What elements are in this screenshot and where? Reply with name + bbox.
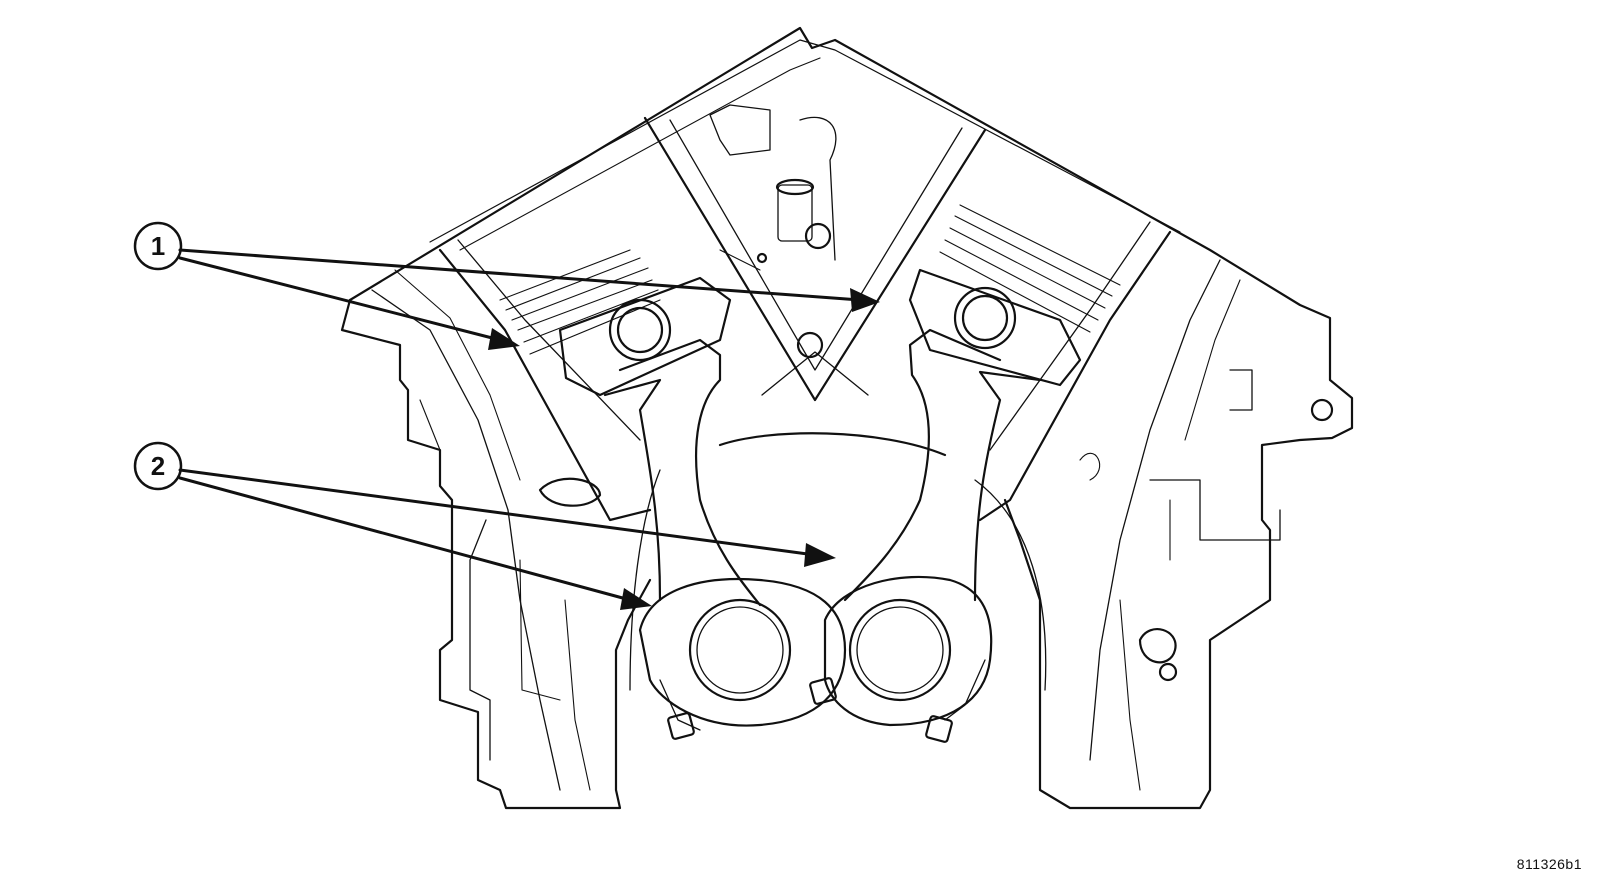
callout-2-arrowhead-a: [804, 543, 836, 567]
callout-1-leader-b: [178, 256, 502, 342]
engine-block-outline: [340, 26, 1354, 810]
callout-1-badge: [133, 221, 183, 271]
callout-1-leader-a: [178, 248, 862, 302]
callout-2: 2: [133, 441, 836, 610]
callout-1-arrowhead-b: [488, 328, 520, 350]
callout-1: 1: [133, 221, 880, 350]
right-cylinder-bank: [908, 204, 1353, 791]
left-connecting-rod: [603, 338, 847, 740]
callout-2-badge: [133, 441, 183, 491]
figure-id-label: 811326b1: [1516, 856, 1582, 872]
callout-2-number: 2: [151, 451, 165, 481]
callout-1-number: 1: [151, 231, 165, 261]
callout-2-arrowhead-b: [620, 588, 652, 610]
callout-2-leader-b: [178, 476, 632, 602]
callout-2-leader-a: [178, 468, 817, 557]
center-valley: [643, 104, 987, 402]
callout-1-arrowhead-a: [850, 288, 880, 312]
left-cylinder-bank: [371, 239, 732, 791]
right-connecting-rod: [823, 328, 1042, 743]
crankcase-arc: [629, 432, 1047, 691]
